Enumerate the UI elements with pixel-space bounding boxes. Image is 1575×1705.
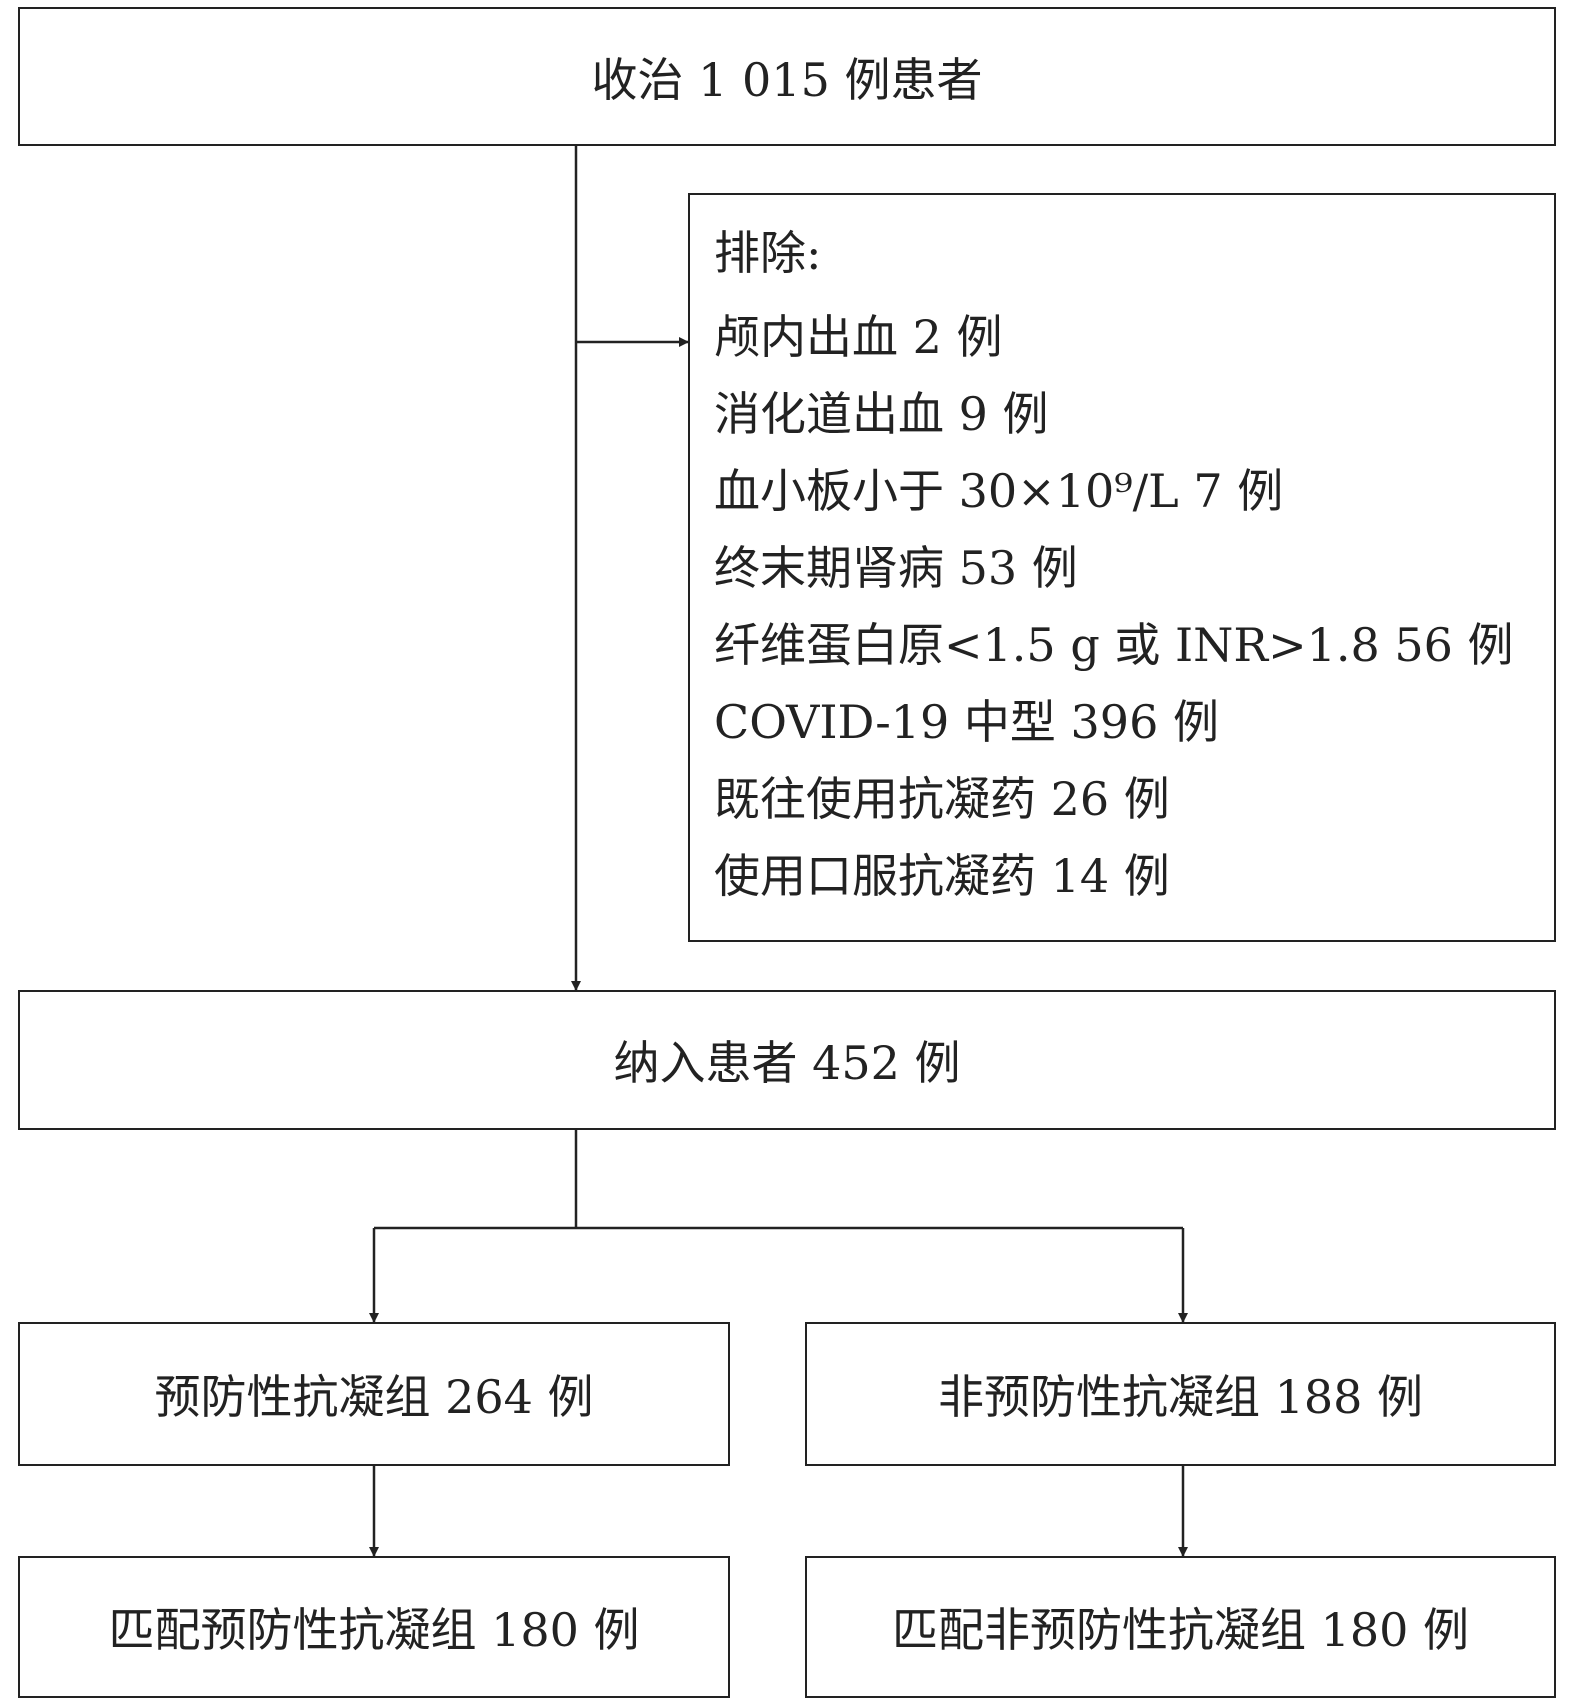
- prophylactic-group-label: 预防性抗凝组 264 例: [154, 1370, 594, 1424]
- non-prophylactic-group-box: 非预防性抗凝组 188 例: [805, 1322, 1556, 1466]
- exclusion-item-low-platelets: 血小板小于 30×10⁹/L 7 例: [714, 464, 1284, 518]
- admitted-patients-label: 收治 1 015 例患者: [591, 52, 983, 107]
- exclusion-box: 排除: 颅内出血 2 例 消化道出血 9 例 血小板小于 30×10⁹/L 7 …: [688, 193, 1556, 942]
- exclusion-item-intracranial-hemorrhage: 颅内出血 2 例: [714, 310, 1003, 364]
- matched-non-prophylactic-group-label: 匹配非预防性抗凝组 180 例: [891, 1603, 1470, 1657]
- exclusion-item-fibrinogen-inr: 纤维蛋白原<1.5 g 或 INR>1.8 56 例: [714, 618, 1514, 672]
- included-patients-label: 纳入患者 452 例: [613, 1036, 961, 1090]
- exclusion-item-oral-anticoagulant: 使用口服抗凝药 14 例: [714, 849, 1170, 903]
- admitted-patients-box: 收治 1 015 例患者: [18, 7, 1556, 146]
- exclusion-item-esrd: 终末期肾病 53 例: [714, 541, 1078, 595]
- matched-prophylactic-group-box: 匹配预防性抗凝组 180 例: [18, 1556, 730, 1698]
- exclusion-item-gi-bleeding: 消化道出血 9 例: [714, 387, 1049, 441]
- included-patients-box: 纳入患者 452 例: [18, 990, 1556, 1130]
- exclusion-item-prior-anticoagulant: 既往使用抗凝药 26 例: [714, 772, 1170, 826]
- non-prophylactic-group-label: 非预防性抗凝组 188 例: [937, 1370, 1424, 1424]
- prophylactic-group-box: 预防性抗凝组 264 例: [18, 1322, 730, 1466]
- matched-prophylactic-group-label: 匹配预防性抗凝组 180 例: [108, 1603, 640, 1657]
- matched-non-prophylactic-group-box: 匹配非预防性抗凝组 180 例: [805, 1556, 1556, 1698]
- exclusion-item-moderate-covid: COVID-19 中型 396 例: [714, 695, 1219, 749]
- exclusion-title: 排除:: [714, 226, 822, 280]
